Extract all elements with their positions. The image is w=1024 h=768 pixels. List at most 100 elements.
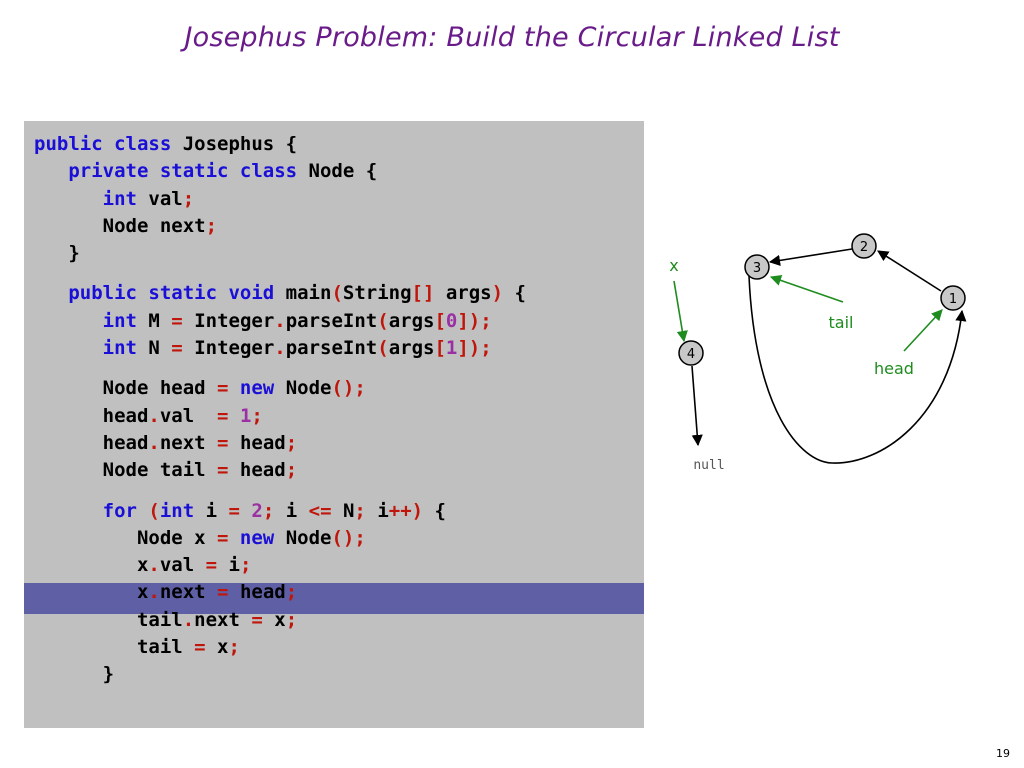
code-token: 1 <box>239 404 252 427</box>
code-token: 0 <box>445 309 458 332</box>
code-token: Node next <box>34 214 206 237</box>
link-1-to-2 <box>877 250 942 292</box>
head-label: head <box>874 359 914 378</box>
code-token: next <box>159 431 218 454</box>
code-token: x <box>34 554 149 577</box>
code-token: . <box>148 581 160 604</box>
code-token: { <box>434 499 446 522</box>
code-line: x.next = head; <box>34 579 526 606</box>
code-block: public class Josephus { private static c… <box>34 131 526 689</box>
code-token: ; <box>285 459 298 482</box>
code-token: args <box>388 337 435 360</box>
code-token: val <box>159 554 206 577</box>
node-1: 1 <box>940 285 966 311</box>
code-token: N <box>342 499 355 522</box>
code-token: ( <box>331 282 343 305</box>
code-token: ) <box>491 282 504 305</box>
code-token: Node { <box>308 160 378 183</box>
node-2-label: 2 <box>860 240 868 255</box>
code-token: = <box>217 377 240 400</box>
code-token: = <box>205 554 229 577</box>
code-token: int <box>102 187 149 210</box>
code-line: Node tail = head; <box>34 457 526 484</box>
code-token: int <box>102 309 149 332</box>
code-token: ( <box>377 309 389 332</box>
code-token: ++) <box>388 499 435 522</box>
code-token: tail <box>34 636 195 659</box>
code-line: int M = Integer.parseInt(args[0]); <box>34 308 526 335</box>
code-token: parseInt <box>285 309 378 332</box>
code-token: = <box>171 337 195 360</box>
node-2: 2 <box>851 233 877 259</box>
code-token: new <box>239 377 286 400</box>
code-token: = <box>217 459 240 482</box>
code-token: main <box>285 282 332 305</box>
code-token: Node x <box>34 526 218 549</box>
code-token: (); <box>331 377 366 400</box>
code-token: { <box>503 282 526 305</box>
code-token: val <box>148 187 183 210</box>
code-token: [ <box>434 309 446 332</box>
code-token: = <box>194 636 218 659</box>
code-token: ]); <box>457 337 492 360</box>
code-line: public class Josephus { <box>34 131 526 158</box>
code-token: i <box>377 499 389 522</box>
code-token: i <box>285 499 309 522</box>
code-token: Josephus { <box>182 133 298 155</box>
null-label: null <box>693 458 724 473</box>
code-token: ; <box>228 636 240 659</box>
code-token: ; <box>239 554 252 577</box>
code-token: (); <box>331 526 366 549</box>
code-token: ; <box>285 581 298 604</box>
code-token: ; <box>285 431 298 454</box>
code-line: int val; <box>34 186 526 213</box>
code-token: x <box>274 608 286 631</box>
code-token: ; <box>182 187 195 210</box>
code-token: x <box>34 581 149 604</box>
code-token: Node head <box>34 377 218 400</box>
code-token: Node tail <box>34 459 218 482</box>
code-token: Node <box>285 526 332 549</box>
code-line: } <box>34 240 526 267</box>
code-token: . <box>148 404 160 427</box>
node-4-label: 4 <box>687 347 695 362</box>
code-token: ; <box>285 608 298 631</box>
tail-pointer-arrow <box>769 275 844 303</box>
x-label: x <box>669 256 678 275</box>
link-3-to-1-curve <box>748 275 967 464</box>
code-token: = <box>217 526 240 549</box>
code-line: tail.next = x; <box>34 607 526 634</box>
code-line: tail = x; <box>34 634 526 661</box>
code-token: N <box>148 337 172 360</box>
code-token: x <box>217 636 229 659</box>
code-token: parseInt <box>285 337 378 360</box>
code-token: i <box>205 499 229 522</box>
code-token: new <box>239 526 286 549</box>
code-token: . <box>148 431 160 454</box>
code-token: ( <box>377 337 389 360</box>
code-token: for <box>102 499 149 522</box>
code-token: . <box>148 554 160 577</box>
code-token: } <box>34 242 80 265</box>
code-token: head <box>34 404 149 427</box>
code-token: M <box>148 309 172 332</box>
code-token: ; <box>251 404 263 427</box>
code-token: public static void <box>68 282 286 305</box>
code-token: tail <box>34 608 183 631</box>
link-4-to-null <box>691 365 703 447</box>
link-2-to-3 <box>768 248 853 266</box>
code-token: ; <box>205 214 218 237</box>
code-token: ( <box>148 499 160 522</box>
code-token: private static class <box>68 160 309 183</box>
code-token: int <box>159 499 206 522</box>
code-line: public static void main(String[] args) { <box>34 280 526 307</box>
code-token: = <box>251 608 275 631</box>
code-token: ; <box>354 499 378 522</box>
node-3: 3 <box>744 254 770 280</box>
code-token: Integer <box>194 309 275 332</box>
code-token: . <box>274 309 286 332</box>
code-token: Integer <box>194 337 275 360</box>
code-token: val <box>159 404 218 427</box>
code-token: = <box>217 404 240 427</box>
